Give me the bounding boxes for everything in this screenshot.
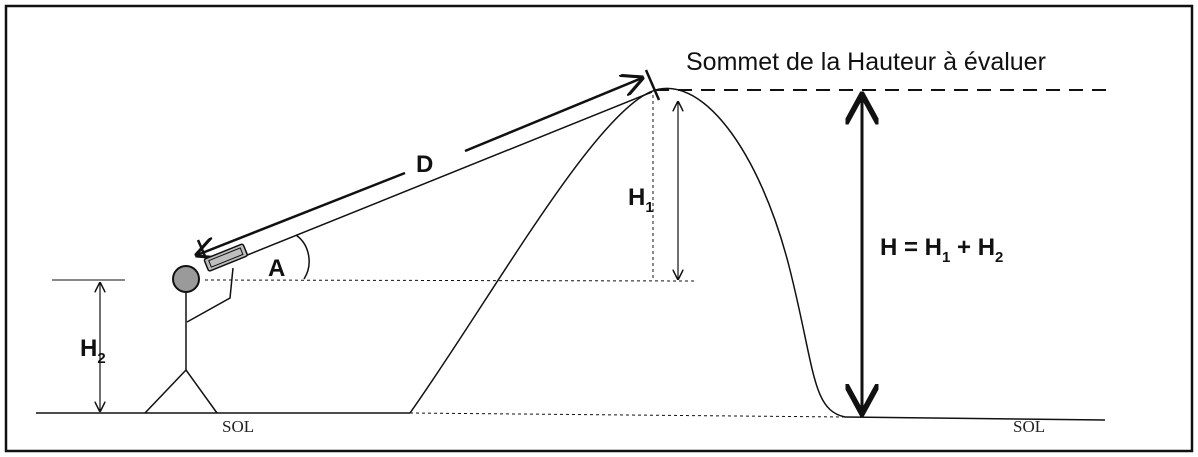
distance-label: D — [416, 151, 433, 178]
diagram-frame — [4, 4, 1194, 453]
ground-line-right — [844, 416, 1106, 421]
observer-leg-left — [144, 369, 187, 414]
summit-tick — [644, 69, 661, 101]
observer-arm — [186, 267, 234, 323]
angle-arc — [295, 234, 310, 280]
summit-title: Sommet de la Hauteur à évaluer — [686, 48, 1046, 76]
hill-shape — [409, 87, 846, 418]
h2-label: H2 — [80, 335, 106, 367]
ground-label-left: SOL — [222, 417, 254, 436]
distance-arrow-lower — [197, 171, 406, 255]
ground-label-right: SOL — [1013, 417, 1045, 436]
h1-label: H1 — [628, 184, 654, 216]
ground-line-hidden — [409, 412, 846, 418]
line-of-sight — [239, 91, 653, 259]
distance-arrow-upper — [464, 78, 642, 153]
height-formula: H = H1 + H2 — [880, 234, 1003, 266]
angle-label: A — [268, 255, 285, 282]
clinometer-icon — [203, 243, 248, 272]
eye-level-line — [204, 279, 696, 282]
observer-leg-right — [185, 369, 218, 414]
observer-head — [172, 265, 200, 293]
